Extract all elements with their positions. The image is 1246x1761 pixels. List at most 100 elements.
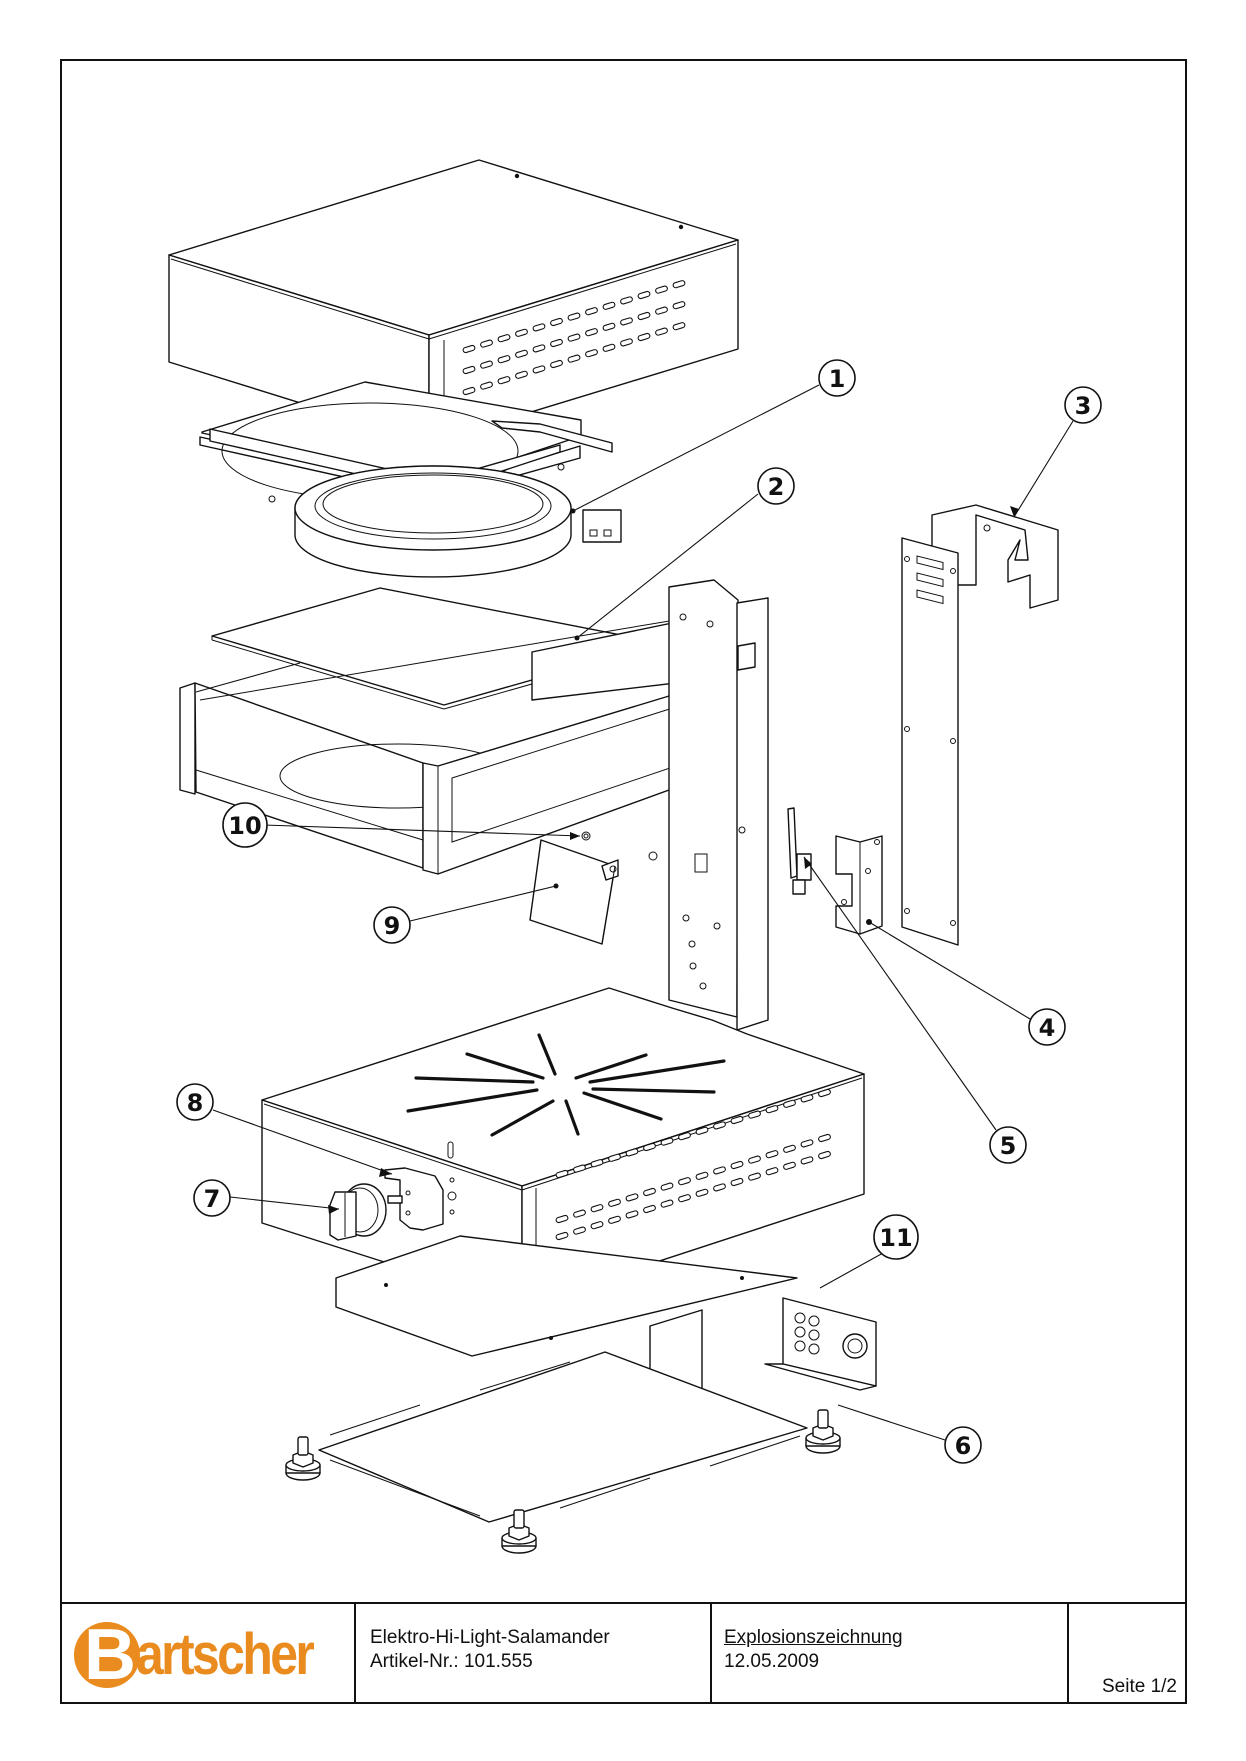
vent-slot — [660, 1199, 674, 1208]
vent-slot — [573, 1209, 586, 1218]
vent-slot — [573, 1226, 586, 1235]
nut — [581, 831, 591, 841]
vent-slot — [585, 307, 598, 316]
vent-slot — [602, 322, 616, 331]
vent-slot — [620, 317, 633, 326]
vent-slot — [730, 1115, 744, 1125]
adjustable-foot — [501, 1509, 537, 1554]
brand-logo-cell: B artscher — [60, 1604, 356, 1704]
vent-slot — [515, 328, 528, 337]
vent-slot — [695, 1126, 709, 1135]
vent-slot — [660, 1137, 674, 1146]
terminal-screw — [794, 1312, 806, 1324]
vent-slot — [637, 290, 651, 300]
callout-3[interactable]: 3 — [1064, 386, 1102, 424]
terminal-screw — [808, 1329, 820, 1341]
callout-10[interactable]: 10 — [222, 802, 268, 848]
vent-bar — [588, 1059, 726, 1084]
drawing-date: 12.05.2009 — [724, 1651, 820, 1672]
vent-slot — [608, 1198, 621, 1207]
title-block: B artscher Elektro-Hi-Light-Salamander A… — [60, 1602, 1187, 1704]
micro-switch — [787, 807, 812, 895]
brand-logo: B artscher — [74, 1616, 341, 1694]
vent-slot — [625, 1210, 639, 1219]
vent-slot — [818, 1133, 831, 1143]
vent-bar — [564, 1099, 580, 1136]
energy-regulator — [384, 1167, 444, 1231]
vent-slot — [730, 1177, 744, 1187]
brand-initial: B — [84, 1615, 136, 1695]
callout-number: 9 — [384, 912, 401, 940]
vent-slot — [818, 1088, 831, 1098]
vent-bar — [591, 1087, 716, 1094]
vent-slot — [515, 370, 528, 379]
vent-slot — [590, 1159, 604, 1168]
vent-slot — [678, 1194, 691, 1203]
heating-element — [294, 465, 622, 578]
vent-slot — [625, 1193, 639, 1202]
terminal-block — [764, 1297, 877, 1391]
callout-6[interactable]: 6 — [944, 1426, 982, 1464]
callout-4[interactable]: 4 — [1028, 1008, 1066, 1046]
vent-slot — [480, 360, 493, 369]
product-name: Elektro-Hi-Light-Salamander — [370, 1627, 610, 1648]
vent-bar — [574, 1053, 648, 1080]
brand-logo-mark: B — [74, 1616, 140, 1694]
vent-slot — [748, 1110, 761, 1119]
vent-slot — [480, 381, 493, 390]
callout-5[interactable]: 5 — [989, 1126, 1027, 1164]
callout-9[interactable]: 9 — [373, 906, 411, 944]
callout-2[interactable]: 2 — [757, 467, 795, 505]
vent-slot — [590, 1204, 604, 1213]
support-column — [648, 579, 769, 1031]
vent-slot — [532, 344, 546, 353]
vent-slot — [555, 1231, 569, 1241]
vent-slot — [620, 296, 633, 305]
callout-number: 11 — [879, 1224, 912, 1252]
vent-slot — [765, 1167, 779, 1176]
vent-bar — [582, 1091, 663, 1121]
vent-bar — [465, 1052, 545, 1080]
vent-slot — [783, 1099, 796, 1108]
base-plate — [318, 1351, 808, 1523]
callout-number: 6 — [955, 1432, 972, 1460]
vent-slot — [637, 311, 651, 321]
cover-plate — [529, 839, 619, 945]
vent-slot — [585, 349, 598, 358]
page-cell: Seite 1/2 — [1069, 1604, 1187, 1704]
callout-8[interactable]: 8 — [176, 1083, 214, 1121]
vent-slot — [655, 327, 668, 336]
product-info-cell: Elektro-Hi-Light-Salamander Artikel-Nr.:… — [356, 1604, 712, 1704]
vent-slot — [532, 365, 546, 374]
vent-slot — [695, 1188, 709, 1197]
callout-1[interactable]: 1 — [818, 359, 856, 397]
vent-slot — [532, 323, 546, 332]
vent-slot — [462, 344, 476, 354]
callout-11[interactable]: 11 — [873, 1214, 919, 1260]
vent-slot — [672, 280, 686, 289]
callout-number: 7 — [204, 1185, 221, 1213]
vent-slot — [608, 1153, 621, 1162]
terminal-screw — [808, 1315, 820, 1327]
callout-number: 10 — [228, 812, 261, 840]
vent-slot — [550, 317, 563, 327]
vent-slot — [602, 343, 616, 352]
vent-slot — [573, 1164, 586, 1173]
vent-bar — [490, 1099, 555, 1137]
vent-slot — [655, 306, 668, 315]
vent-bar — [537, 1033, 557, 1076]
vent-slot — [660, 1182, 674, 1191]
callout-number: 8 — [187, 1089, 204, 1117]
vent-slot — [608, 1215, 621, 1224]
vent-slot — [555, 1214, 569, 1224]
vent-slot — [480, 339, 493, 348]
rear-cover-panel — [901, 504, 1059, 946]
vent-slot — [800, 1139, 814, 1148]
vent-slot — [515, 349, 528, 358]
vent-slot — [672, 322, 686, 331]
callout-7[interactable]: 7 — [193, 1179, 231, 1217]
vent-slot — [462, 386, 476, 396]
vent-slot — [620, 338, 633, 347]
vent-slot — [678, 1132, 691, 1141]
drawing-info-cell: Explosionszeichnung 12.05.2009 — [712, 1604, 1069, 1704]
